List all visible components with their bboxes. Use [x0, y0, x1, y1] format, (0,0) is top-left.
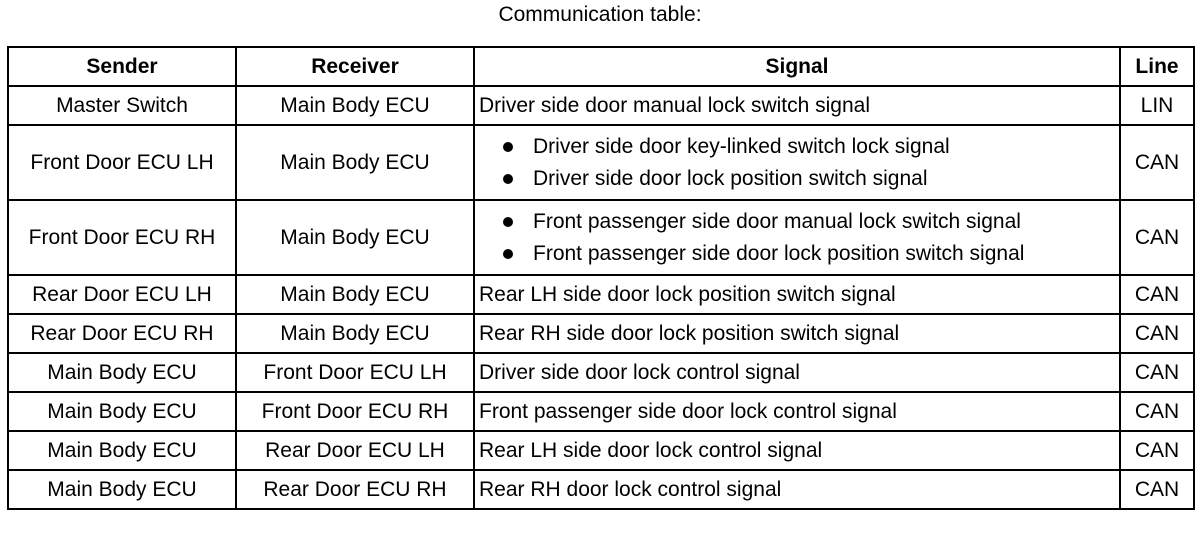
table-row: Main Body ECU Rear Door ECU RH Rear RH d… — [7, 469, 1195, 510]
signal-list-item: Driver side door key-linked switch lock … — [503, 131, 1115, 163]
signal-list-item: Front passenger side door manual lock sw… — [503, 206, 1115, 238]
header-signal: Signal — [473, 46, 1121, 87]
signal-cell: Rear RH side door lock position switch s… — [473, 313, 1121, 354]
signal-list-item: Front passenger side door lock position … — [503, 238, 1115, 270]
sender-cell: Front Door ECU LH — [7, 124, 237, 201]
line-cell: CAN — [1119, 469, 1195, 510]
bullet-icon — [503, 248, 513, 259]
line-cell: CAN — [1119, 352, 1195, 393]
table-row: Main Body ECU Front Door ECU RH Front pa… — [7, 391, 1195, 432]
receiver-cell: Rear Door ECU RH — [235, 469, 475, 510]
line-cell: CAN — [1119, 124, 1195, 201]
signal-text: Front passenger side door manual lock sw… — [533, 209, 1021, 233]
table-row: Rear Door ECU LH Main Body ECU Rear LH s… — [7, 274, 1195, 315]
signal-list: Driver side door key-linked switch lock … — [479, 131, 1115, 195]
receiver-cell: Front Door ECU RH — [235, 391, 475, 432]
signal-cell: Driver side door manual lock switch sign… — [473, 85, 1121, 126]
sender-cell: Master Switch — [7, 85, 237, 126]
line-cell: LIN — [1119, 85, 1195, 126]
receiver-cell: Main Body ECU — [235, 124, 475, 201]
receiver-cell: Front Door ECU LH — [235, 352, 475, 393]
receiver-cell: Main Body ECU — [235, 274, 475, 315]
bullet-icon — [503, 173, 513, 184]
signal-cell: Rear LH side door lock position switch s… — [473, 274, 1121, 315]
line-cell: CAN — [1119, 274, 1195, 315]
sender-cell: Main Body ECU — [7, 430, 237, 471]
line-cell: CAN — [1119, 391, 1195, 432]
signal-cell: Rear LH side door lock control signal — [473, 430, 1121, 471]
receiver-cell: Main Body ECU — [235, 313, 475, 354]
receiver-cell: Main Body ECU — [235, 85, 475, 126]
signal-list-item: Driver side door lock position switch si… — [503, 163, 1115, 195]
table-row: Rear Door ECU RH Main Body ECU Rear RH s… — [7, 313, 1195, 354]
bullet-icon — [503, 141, 513, 152]
table-row: Master Switch Main Body ECU Driver side … — [7, 85, 1195, 126]
header-line: Line — [1119, 46, 1195, 87]
signal-cell: Driver side door key-linked switch lock … — [473, 124, 1121, 201]
receiver-cell: Rear Door ECU LH — [235, 430, 475, 471]
header-sender: Sender — [7, 46, 237, 87]
sender-cell: Rear Door ECU RH — [7, 313, 237, 354]
table-caption: Communication table: — [498, 3, 702, 26]
sender-cell: Main Body ECU — [7, 391, 237, 432]
sender-cell: Rear Door ECU LH — [7, 274, 237, 315]
signal-list: Front passenger side door manual lock sw… — [479, 206, 1115, 270]
signal-cell: Driver side door lock control signal — [473, 352, 1121, 393]
line-cell: CAN — [1119, 430, 1195, 471]
line-cell: CAN — [1119, 313, 1195, 354]
line-cell: CAN — [1119, 199, 1195, 276]
signal-cell: Front passenger side door manual lock sw… — [473, 199, 1121, 276]
sender-cell: Main Body ECU — [7, 352, 237, 393]
header-receiver: Receiver — [235, 46, 475, 87]
header-row: Sender Receiver Signal Line — [7, 46, 1195, 87]
bullet-icon — [503, 216, 513, 227]
signal-cell: Front passenger side door lock control s… — [473, 391, 1121, 432]
communication-table: Sender Receiver Signal Line Master Switc… — [7, 46, 1195, 510]
signal-cell: Rear RH door lock control signal — [473, 469, 1121, 510]
table-row: Front Door ECU LH Main Body ECU Driver s… — [7, 124, 1195, 201]
table-row: Front Door ECU RH Main Body ECU Front pa… — [7, 199, 1195, 276]
sender-cell: Front Door ECU RH — [7, 199, 237, 276]
sender-cell: Main Body ECU — [7, 469, 237, 510]
table-row: Main Body ECU Front Door ECU LH Driver s… — [7, 352, 1195, 393]
signal-text: Driver side door key-linked switch lock … — [533, 134, 950, 158]
signal-text: Front passenger side door lock position … — [533, 241, 1025, 265]
receiver-cell: Main Body ECU — [235, 199, 475, 276]
table-row: Main Body ECU Rear Door ECU LH Rear LH s… — [7, 430, 1195, 471]
signal-text: Driver side door lock position switch si… — [533, 166, 928, 190]
